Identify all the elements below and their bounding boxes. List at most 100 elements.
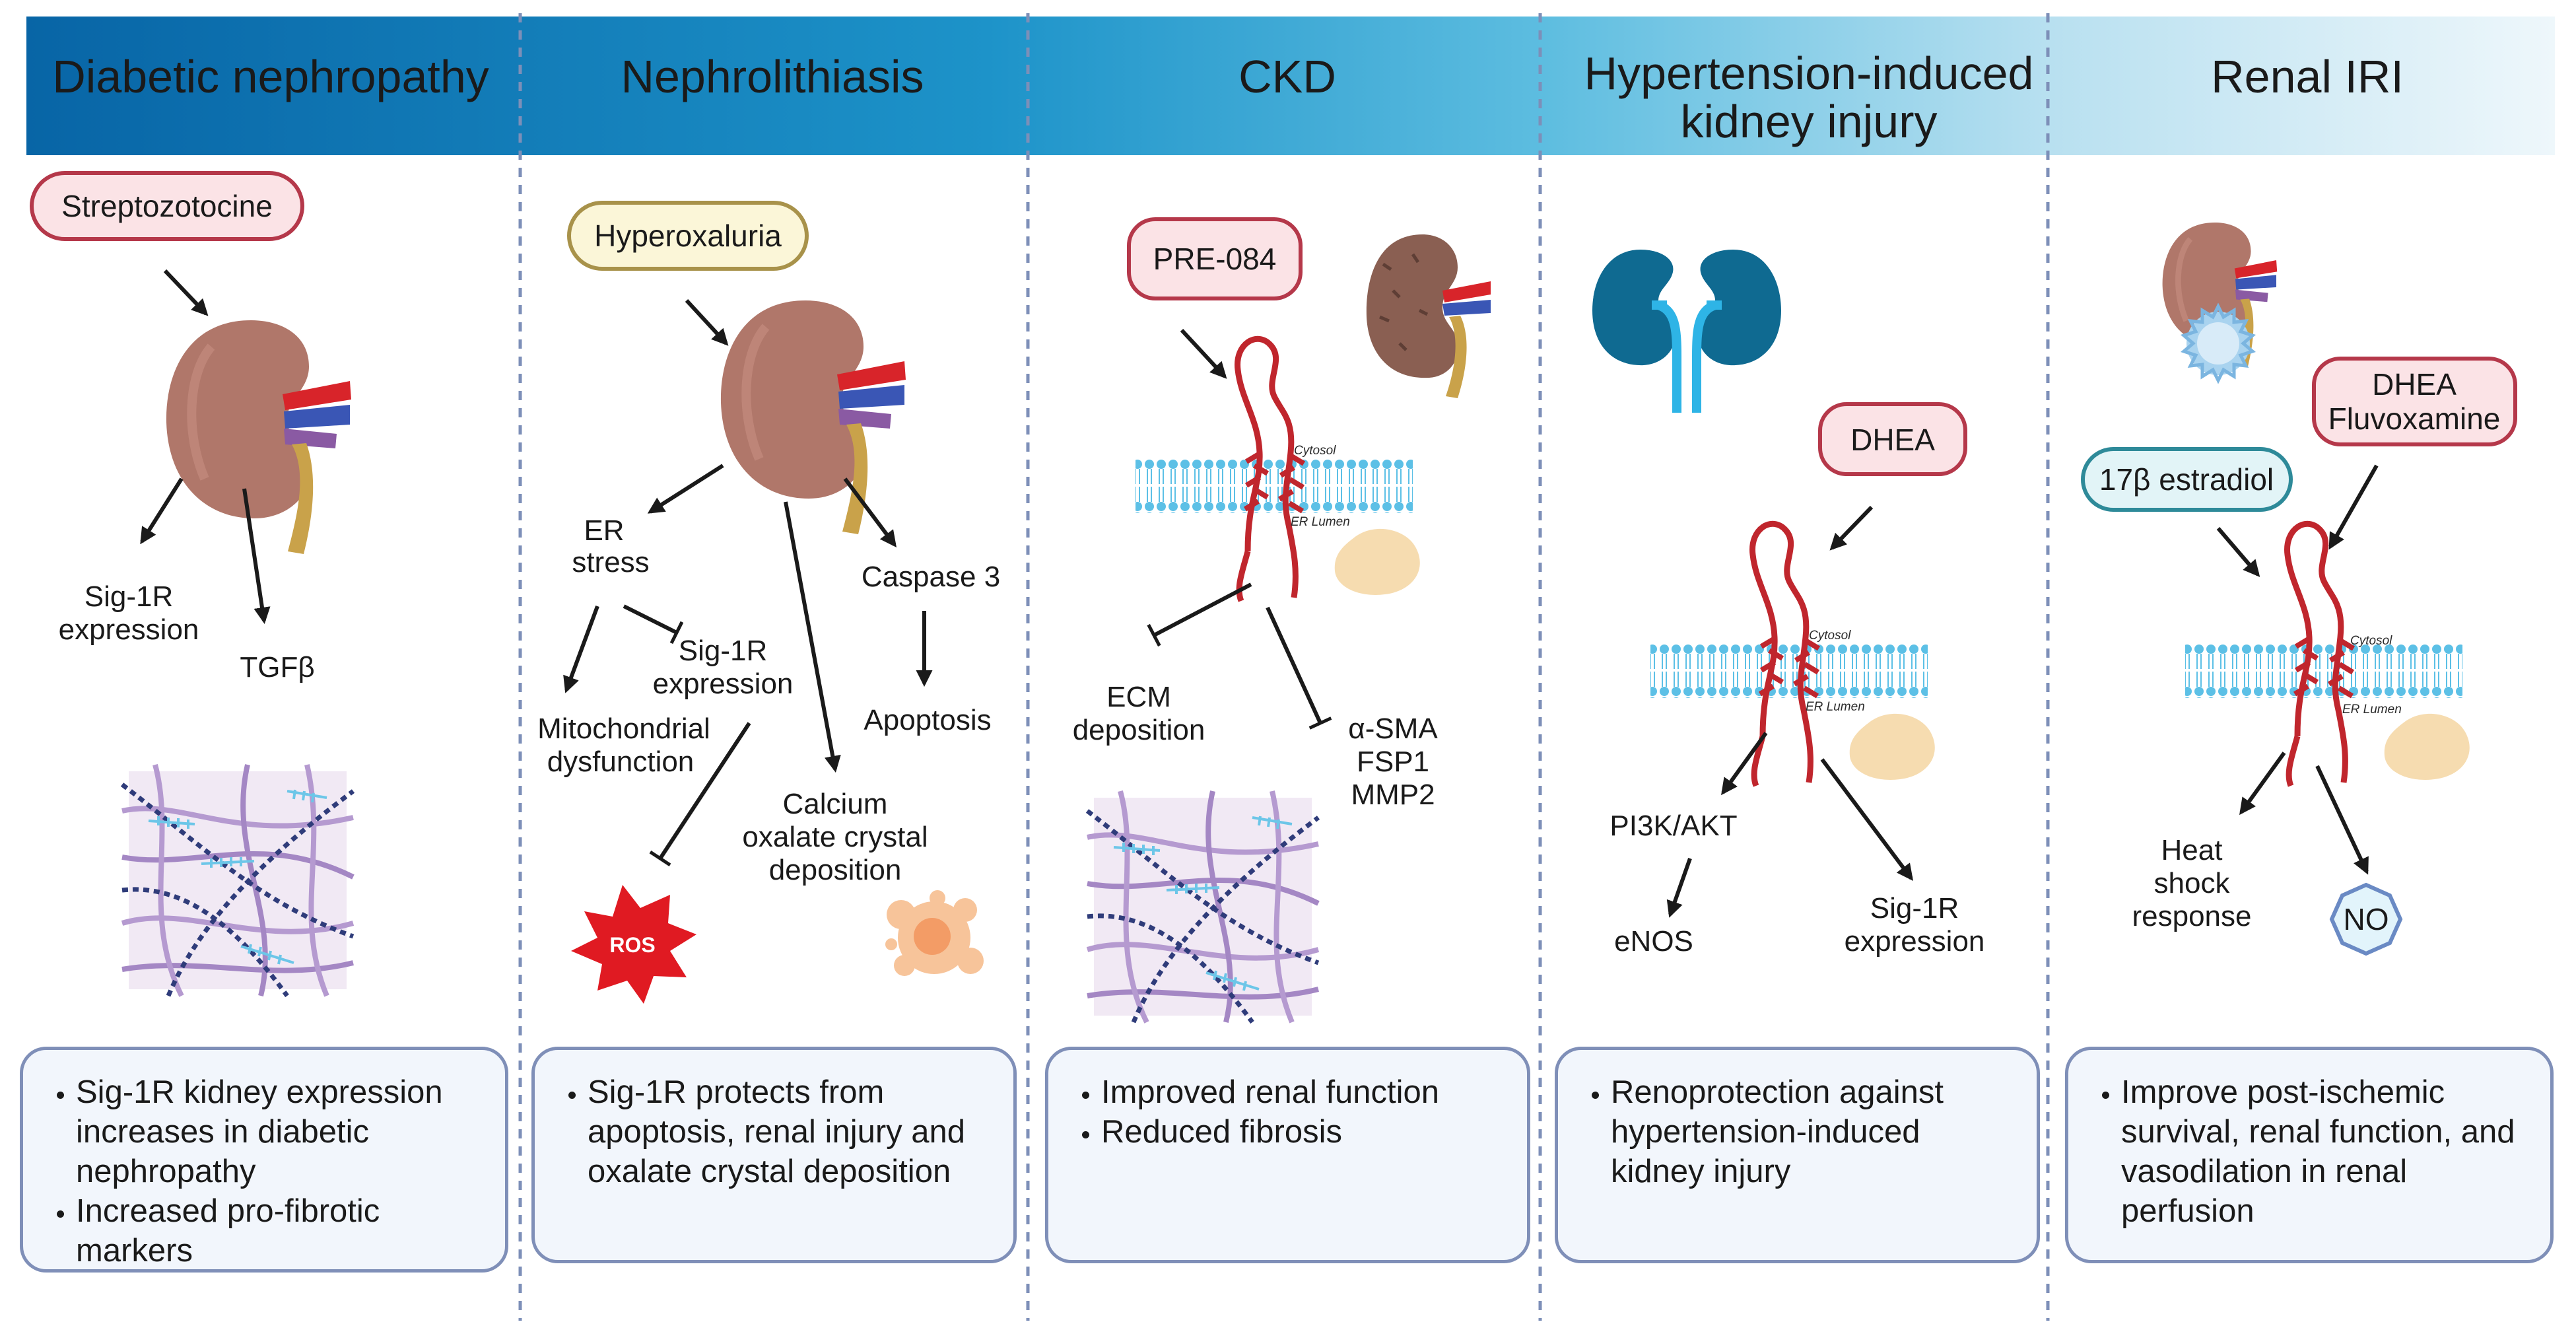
sig1r-receptor-iri	[2185, 524, 2470, 786]
arrow-er-mito	[563, 605, 599, 693]
streptozotocine-label: Streptozotocine	[61, 189, 273, 223]
column-title-hypertension-1: Hypertension-induced	[1584, 48, 2034, 99]
summary-list: Sig-1R protects from apoptosis, renal in…	[555, 1072, 994, 1191]
kidneys-pair-icon	[1592, 250, 1781, 413]
dhea-pill	[1818, 402, 1967, 476]
summary-item: Sig-1R protects from apoptosis, renal in…	[588, 1072, 994, 1191]
arrow-kidney-caspase	[843, 477, 897, 548]
calcium-label-3: deposition	[769, 854, 902, 886]
sig1r-label-1: Sig-1R	[85, 580, 174, 613]
arrow-kidney-calcium	[784, 501, 841, 773]
column-title-iri: Renal IRI	[2211, 51, 2404, 102]
enos-label: eNOS	[1614, 925, 1693, 958]
summary-item: Sig-1R kidney expression increases in di…	[76, 1072, 485, 1191]
sig1r-label-2: expression	[1845, 925, 1985, 958]
summary-list: Renoprotection against hypertension-indu…	[1578, 1072, 2017, 1191]
column-hypertension: DHEA Cytosol ER Lumen PI3K/AKT eNOS Sig-…	[1592, 250, 1984, 958]
summary-item: Increased pro-fibrotic markers	[76, 1191, 485, 1271]
er-stress-label-1: ER	[584, 514, 624, 547]
heat-label-2: shock	[2154, 867, 2231, 899]
cytosol-label: Cytosol	[1809, 629, 1851, 643]
arrow-pre084-receptor	[1180, 328, 1227, 379]
calcium-label-2: oxalate crystal	[742, 821, 928, 853]
column-dividers	[518, 13, 2050, 1321]
column-diabetic: Streptozotocine Sig-1R expression TGFβ	[30, 171, 353, 996]
apoptosis-label: Apoptosis	[864, 704, 991, 736]
pi3k-label: PI3K/AKT	[1610, 810, 1737, 842]
summary-list: Sig-1R kidney expression increases in di…	[43, 1072, 485, 1271]
arrow-pi3k-enos	[1666, 858, 1692, 918]
sig1r-label-1: Sig-1R	[679, 635, 768, 667]
sig1r-receptor-hypertension	[1650, 524, 1935, 786]
pre084-label: PRE-084	[1153, 242, 1277, 276]
mmp2-label: MMP2	[1351, 779, 1435, 811]
er-lumen-label: ER Lumen	[2342, 703, 2402, 716]
summary-list: Improved renal function Reduced fibrosis	[1068, 1072, 1507, 1152]
inhibit-sig1r-ros	[649, 722, 751, 867]
heat-label-3: response	[2132, 900, 2251, 932]
inhibit-er-sig1r	[623, 604, 684, 645]
arrow-dhea-receptor	[2328, 464, 2379, 550]
estradiol-pill	[2081, 447, 2293, 512]
summary-box-hypertension: Renoprotection against hypertension-indu…	[1555, 1047, 2040, 1263]
column-title-hypertension-2: kidney injury	[1680, 96, 1937, 147]
arrow-dhea-receptor	[1829, 505, 1874, 551]
inhibit-receptor-ecm	[1147, 582, 1252, 647]
summary-item: Reduced fibrosis	[1101, 1112, 1507, 1152]
column-title-diabetic: Diabetic nephropathy	[52, 51, 489, 102]
summary-box-ckd: Improved renal function Reduced fibrosis	[1045, 1047, 1530, 1263]
heat-label-1: Heat	[2161, 834, 2223, 866]
fluvoxamine-label: Fluvoxamine	[2328, 401, 2501, 436]
fibrotic-kidney-icon	[1366, 234, 1491, 398]
summary-item: Renoprotection against hypertension-indu…	[1611, 1072, 2017, 1191]
hyperoxaluria-pill	[567, 201, 809, 271]
summary-item: Improve post-ischemic survival, renal fu…	[2121, 1072, 2530, 1231]
arrow-streptozotocine-kidney	[163, 269, 209, 316]
summary-box-nephrolithiasis: Sig-1R protects from apoptosis, renal in…	[531, 1047, 1017, 1263]
sig1r-receptor-ckd	[1135, 339, 1420, 601]
arrow-estradiol-receptor	[2216, 527, 2260, 577]
ros-burst-icon	[571, 885, 696, 1004]
caspase-label: Caspase 3	[862, 561, 1000, 593]
summary-box-diabetic: Sig-1R kidney expression increases in di…	[20, 1047, 508, 1273]
estradiol-label: 17β estradiol	[2099, 462, 2274, 497]
kidney-icon-nephrolithiasis	[721, 300, 906, 534]
mito-label-2: dysfunction	[547, 746, 695, 778]
no-label: NO	[2344, 902, 2389, 936]
dhea-fluvoxamine-pill	[2312, 357, 2517, 446]
arrow-receptor-pi3k	[1721, 732, 1768, 796]
asma-label: α-SMA	[1348, 713, 1438, 745]
arrow-receptor-heat	[2239, 751, 2286, 816]
mito-label-1: Mitochondrial	[537, 713, 710, 745]
sig1r-label-1: Sig-1R	[1870, 892, 1959, 925]
summary-item: Improved renal function	[1101, 1072, 1507, 1112]
pre084-pill	[1127, 217, 1303, 300]
ecm-label-1: ECM	[1106, 681, 1171, 713]
dhea-label: DHEA	[2372, 367, 2457, 401]
sig1r-label-2: expression	[653, 668, 794, 700]
crystal-icon	[885, 890, 984, 976]
sig1r-label-2: expression	[59, 613, 199, 646]
no-octagon-icon	[2329, 882, 2403, 956]
fibrosis-image-ckd	[1087, 791, 1318, 1022]
fibrosis-image-diabetic	[122, 765, 353, 996]
ecm-label-2: deposition	[1073, 714, 1205, 746]
dhea-label: DHEA	[1850, 423, 1935, 457]
cytosol-label: Cytosol	[1294, 444, 1336, 458]
er-lumen-label: ER Lumen	[1806, 700, 1865, 714]
column-iri: DHEA Fluvoxamine 17β estradiol Cytosol E…	[2081, 223, 2517, 956]
er-lumen-label: ER Lumen	[1291, 515, 1350, 529]
streptozotocine-pill	[30, 171, 304, 241]
header-banner	[26, 17, 2555, 155]
hyperoxaluria-label: Hyperoxaluria	[594, 219, 782, 253]
tgfb-label: TGFβ	[240, 651, 314, 683]
arrow-hyperoxaluria-kidney	[685, 298, 729, 346]
calcium-label-1: Calcium	[783, 788, 888, 820]
summary-list: Improve post-ischemic survival, renal fu…	[2088, 1072, 2530, 1231]
arrow-kidney-tgfb	[242, 488, 271, 624]
er-stress-label-2: stress	[572, 546, 649, 578]
inhibit-receptor-asma	[1266, 606, 1332, 730]
kidney-icon-diabetic	[166, 320, 351, 554]
column-title-ckd: CKD	[1238, 51, 1336, 102]
